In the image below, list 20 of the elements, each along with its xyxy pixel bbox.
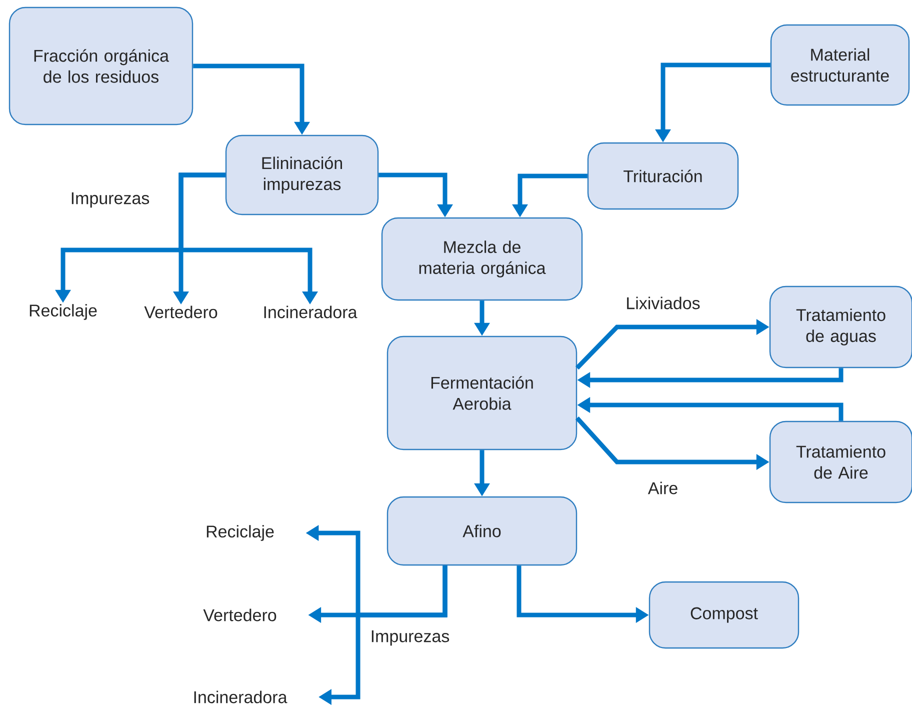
edge-label: Aire [646,480,680,496]
process-box: Fracción orgánica de los residuos [8,6,194,126]
process-box: Compost [648,581,800,649]
edge-label: Impurezas [69,191,151,209]
process-box: Elininación impurezas [225,134,379,216]
destination-text: Reciclaje [206,525,274,541]
destination-text: Vertedero [203,608,276,622]
process-box: Mezcla de materia orgánica [381,217,583,301]
edge-label: Impurezas [369,629,451,647]
process-box: Material estructurante [770,24,910,106]
process-box: Fermentación Aerobia [386,336,578,450]
process-box: Tratamiento de Aire [769,420,912,504]
edge-label: Lixiviados [624,296,702,310]
destination-text: Vertedero [144,306,218,318]
process-box: Afino [386,496,578,566]
destination-text: Incineradora [264,306,358,318]
destination-text: Reciclaje [30,304,97,320]
destination-text: Incineradora [194,690,288,704]
process-box: Trituración [587,142,739,210]
process-box: Tratamiento de aguas [769,286,912,368]
